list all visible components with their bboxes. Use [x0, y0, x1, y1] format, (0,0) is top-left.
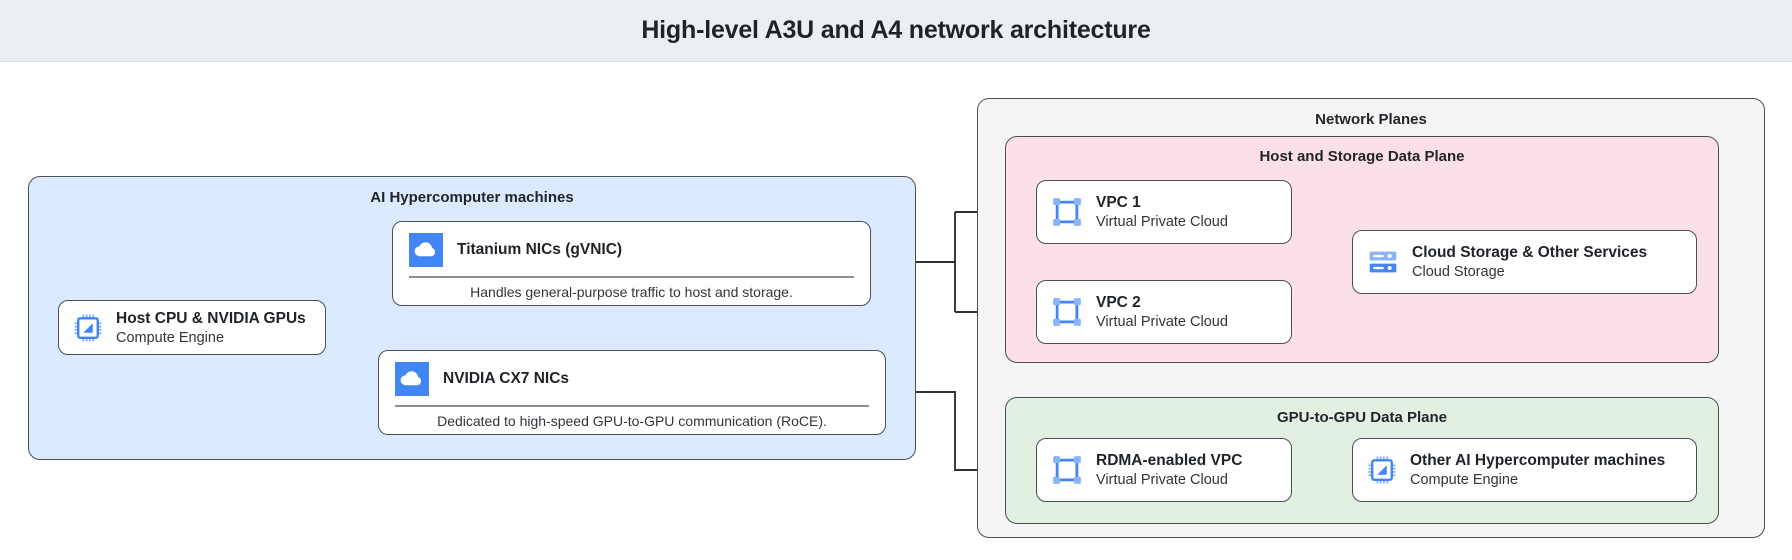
node-description: Handles general-purpose traffic to host … — [470, 283, 793, 300]
cloud-icon — [395, 362, 429, 396]
group-title-host-storage-data-plane: Host and Storage Data Plane — [1259, 148, 1465, 165]
node-other-ai-hypercomputer-machines[interactable]: Other AI Hypercomputer machines Compute … — [1352, 438, 1697, 502]
group-title-network-planes: Network Planes — [1315, 111, 1427, 128]
node-description: Dedicated to high-speed GPU-to-GPU commu… — [437, 412, 827, 429]
node-host-cpu-gpus[interactable]: Host CPU & NVIDIA GPUs Compute Engine — [58, 300, 326, 355]
node-title: RDMA-enabled VPC — [1096, 452, 1243, 469]
node-titanium-nics[interactable]: Titanium NICs (gVNIC) Handles general-pu… — [392, 221, 871, 306]
node-title: NVIDIA CX7 NICs — [443, 370, 570, 387]
node-subtitle: Virtual Private Cloud — [1096, 314, 1228, 330]
node-subtitle: Compute Engine — [1410, 472, 1519, 488]
divider — [409, 276, 854, 278]
cloud-icon — [409, 233, 443, 267]
node-title: Titanium NICs (gVNIC) — [457, 241, 623, 258]
group-title-gpu-to-gpu-data-plane: GPU-to-GPU Data Plane — [1276, 409, 1448, 426]
node-vpc-1[interactable]: VPC 1 Virtual Private Cloud — [1036, 180, 1292, 244]
node-subtitle: Compute Engine — [116, 329, 225, 346]
node-nvidia-cx7-nics[interactable]: NVIDIA CX7 NICs Dedicated to high-speed … — [378, 350, 886, 435]
cpu-chip-icon — [1368, 456, 1396, 484]
node-title: Other AI Hypercomputer machines — [1410, 452, 1666, 469]
vpc-network-icon — [1053, 198, 1081, 226]
node-subtitle: Virtual Private Cloud — [1096, 214, 1228, 230]
node-cloud-storage[interactable]: Cloud Storage & Other Services Cloud Sto… — [1352, 230, 1697, 294]
node-title: Host CPU & NVIDIA GPUs — [116, 309, 306, 327]
storage-bucket-icon — [1369, 251, 1397, 273]
node-vpc-2[interactable]: VPC 2 Virtual Private Cloud — [1036, 280, 1292, 344]
node-subtitle: Cloud Storage — [1412, 264, 1505, 280]
page-title: High-level A3U and A4 network architectu… — [641, 16, 1151, 44]
vpc-network-icon — [1053, 456, 1081, 484]
node-subtitle: Virtual Private Cloud — [1096, 472, 1228, 488]
group-title-ai-hypercomputer-machines: AI Hypercomputer machines — [370, 189, 574, 206]
node-title: Cloud Storage & Other Services — [1412, 244, 1648, 261]
divider — [395, 405, 869, 407]
node-title: VPC 2 — [1096, 294, 1141, 311]
page-header: High-level A3U and A4 network architectu… — [0, 0, 1792, 62]
node-title: VPC 1 — [1096, 194, 1141, 211]
node-rdma-enabled-vpc[interactable]: RDMA-enabled VPC Virtual Private Cloud — [1036, 438, 1292, 502]
cpu-chip-icon — [74, 314, 102, 341]
vpc-network-icon — [1053, 298, 1081, 326]
